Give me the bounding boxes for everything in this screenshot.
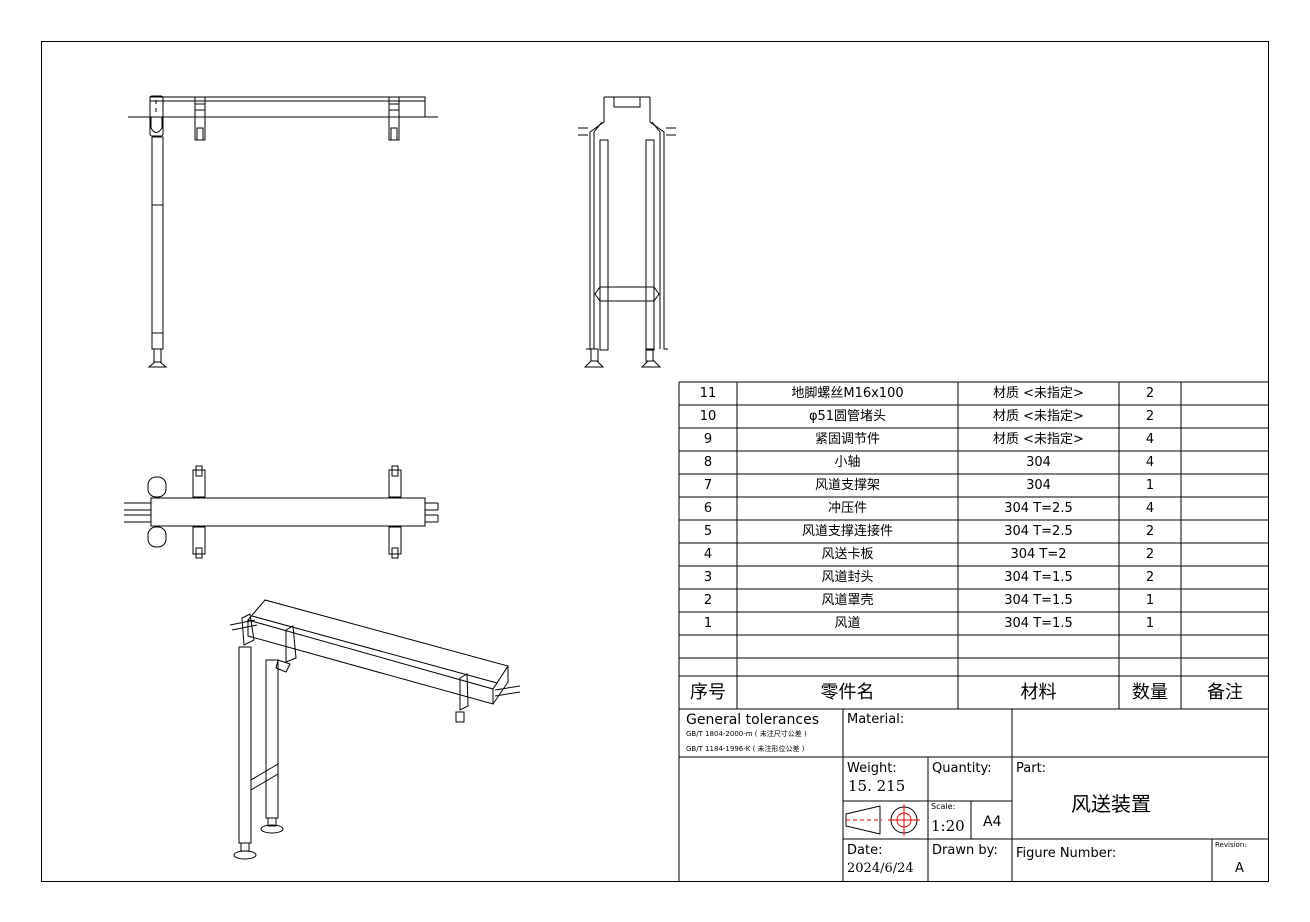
general-tolerances-title: General tolerances xyxy=(686,712,819,728)
side-view xyxy=(578,96,676,368)
bom-header-material: 材料 xyxy=(1020,681,1057,703)
date-label: Date: xyxy=(847,843,883,858)
revision-label: Revision: xyxy=(1215,841,1247,849)
bom-cell-note xyxy=(1181,451,1269,474)
bom-cell-no: 9 xyxy=(703,432,713,447)
bom-cell-no: 3 xyxy=(703,570,713,585)
scale-label: Scale: xyxy=(931,802,956,811)
bom-cell-note xyxy=(1181,382,1269,405)
bom-cell-material: 304 T=1.5 xyxy=(1004,593,1073,608)
bom-cell-qty: 2 xyxy=(1145,524,1155,539)
bom-cell-no: 2 xyxy=(703,593,713,608)
bom-cell-material: 304 xyxy=(1026,478,1051,493)
scale-value: 1:20 xyxy=(931,817,965,835)
weight-value: 15. 215 xyxy=(848,777,906,795)
drawing-frame xyxy=(41,41,1269,882)
bom-cell-no: 11 xyxy=(699,386,717,401)
bom-cell-material: 材质 <未指定> xyxy=(993,432,1084,447)
part-name: 风送装置 xyxy=(1071,792,1151,816)
bom-cell-note xyxy=(1181,405,1269,428)
bom-grid xyxy=(678,381,1269,882)
bom-cell-qty: 2 xyxy=(1145,570,1155,585)
bom-cell-name: 紧固调节件 xyxy=(814,432,880,447)
bom-cell-name: 风道支撑架 xyxy=(814,478,880,493)
bom-cell-qty: 2 xyxy=(1145,547,1155,562)
bom-cell-no: 6 xyxy=(703,501,713,516)
projection-symbol-icon xyxy=(845,804,920,836)
bom-cell-material: 304 T=2 xyxy=(1010,547,1067,562)
bom-cell-material: 材质 <未指定> xyxy=(993,409,1084,424)
bom-cell-qty: 1 xyxy=(1145,593,1155,608)
bom-cell-material: 304 T=2.5 xyxy=(1004,501,1073,516)
bom-cell-qty: 4 xyxy=(1145,455,1155,470)
bom-cell-qty: 4 xyxy=(1145,501,1155,516)
bom-cell-material: 材质 <未指定> xyxy=(993,386,1084,401)
bom-cell-qty: 2 xyxy=(1145,409,1155,424)
quantity-label: Quantity: xyxy=(932,761,992,776)
isometric-view xyxy=(229,599,521,860)
material-label: Material: xyxy=(847,712,905,727)
bom-cell-note xyxy=(1181,566,1269,589)
bom-cell-note xyxy=(1181,428,1269,451)
bom-cell-name: 小轴 xyxy=(834,455,861,470)
tolerance-line-1: GB/T 1804-2000-m ( 未注尺寸公差 ) xyxy=(686,730,807,738)
bom-cell-name: 地脚螺丝M16x100 xyxy=(791,386,904,401)
revision-value: A xyxy=(1235,861,1244,876)
drawn-by-label: Drawn by: xyxy=(932,843,998,858)
part-label: Part: xyxy=(1016,761,1047,776)
bom-header-no: 序号 xyxy=(690,681,726,703)
bom-cell-note xyxy=(1181,543,1269,566)
top-view xyxy=(124,465,439,559)
bom-cell-no: 1 xyxy=(703,616,713,631)
paper-size: A4 xyxy=(983,814,1002,830)
bom-cell-note xyxy=(1181,520,1269,543)
bom-cell-note xyxy=(1181,497,1269,520)
bom-cell-qty: 1 xyxy=(1145,478,1155,493)
bom-cell-name: 风道 xyxy=(834,616,861,631)
bom-header-qty: 数量 xyxy=(1132,681,1168,703)
bom-cell-name: 冲压件 xyxy=(827,501,867,516)
bom-cell-no: 5 xyxy=(703,524,713,539)
bom-cell-name: 风送卡板 xyxy=(821,547,874,562)
bom-cell-material: 304 T=1.5 xyxy=(1004,570,1073,585)
bom-cell-material: 304 T=2.5 xyxy=(1004,524,1073,539)
bom-cell-material: 304 T=1.5 xyxy=(1004,616,1073,631)
bom-cell-no: 4 xyxy=(703,547,713,562)
bom-cell-name: φ51圆管堵头 xyxy=(808,409,887,424)
bom-cell-name: 风道支撑连接件 xyxy=(801,524,893,539)
bom-cell-no: 8 xyxy=(703,455,713,470)
bom-cell-note xyxy=(1181,589,1269,612)
bom-header-name: 零件名 xyxy=(820,681,875,703)
figure-number-label: Figure Number: xyxy=(1016,846,1117,861)
bom-cell-no: 7 xyxy=(703,478,713,493)
bom-cell-name: 风道罩壳 xyxy=(821,593,874,608)
tolerance-line-2: GB/T 1184-1996-K ( 未注形位公差 ) xyxy=(686,745,805,753)
bom-cell-note xyxy=(1181,612,1269,635)
title-block-grid xyxy=(679,709,1269,882)
bom-header-note: 备注 xyxy=(1207,681,1243,703)
bom-cell-note xyxy=(1181,474,1269,497)
front-view xyxy=(128,95,438,368)
bom-cell-material: 304 xyxy=(1026,455,1051,470)
bom-cell-qty: 2 xyxy=(1145,386,1155,401)
bom-cell-no: 10 xyxy=(699,409,717,424)
bom-cell-name: 风道封头 xyxy=(821,570,874,585)
weight-label: Weight: xyxy=(847,761,897,776)
bom-cell-qty: 4 xyxy=(1145,432,1155,447)
bom-cell-qty: 1 xyxy=(1145,616,1155,631)
date-value: 2024/6/24 xyxy=(847,861,914,876)
